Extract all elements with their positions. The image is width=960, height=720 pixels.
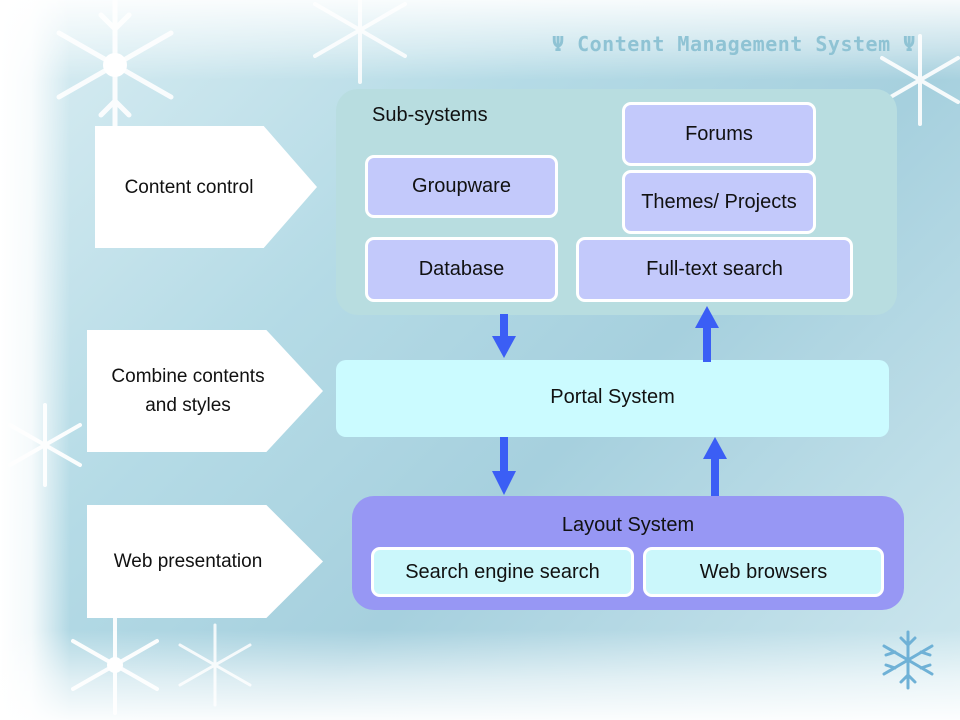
portal-system-label: Portal System	[550, 386, 675, 408]
layer-web-presentation-label: Web presentation	[113, 551, 263, 572]
fulltext-search-box: Full-text search	[576, 237, 853, 302]
groupware-box: Groupware	[365, 155, 558, 218]
snowflake-top-left-icon	[56, 0, 174, 133]
search-engine-search-box: Search engine search	[371, 547, 634, 597]
arrow-down-to-layout-icon	[492, 437, 516, 495]
snowflake-top-center-icon	[313, 0, 407, 84]
arrow-up-to-search-icon	[695, 306, 719, 362]
snowflake-bottom-left-icon	[71, 615, 159, 715]
arrow-up-to-portal-icon	[703, 437, 727, 496]
layer-web-presentation: Web presentation	[87, 505, 323, 618]
portal-system-panel	[336, 360, 889, 437]
arrow-down-to-portal-icon	[492, 314, 516, 358]
frost-bottom-decoration	[0, 630, 960, 720]
forums-box: Forums	[622, 102, 816, 166]
snowflake-top-right-icon	[880, 34, 960, 126]
snowflake-blue-icon	[882, 630, 934, 690]
themes-projects-box: Themes/ Projects	[622, 170, 816, 234]
database-box: Database	[365, 237, 558, 302]
subsystems-label: Sub-systems	[372, 104, 488, 126]
layer-combine-contents: Combine contents and styles	[87, 330, 323, 452]
layer-content-control: Content control	[95, 126, 317, 248]
snowflake-left-icon	[8, 403, 82, 487]
layout-system-label: Layout System	[561, 514, 695, 536]
snowflake-bottom-center-icon	[178, 623, 252, 707]
layer-combine-contents-label: Combine contents and styles	[111, 366, 265, 416]
layer-content-control-label: Content control	[124, 176, 254, 198]
frost-left-decoration	[0, 0, 70, 720]
page-title: Ψ Content Management System Ψ	[552, 32, 916, 56]
web-browsers-box: Web browsers	[643, 547, 884, 597]
